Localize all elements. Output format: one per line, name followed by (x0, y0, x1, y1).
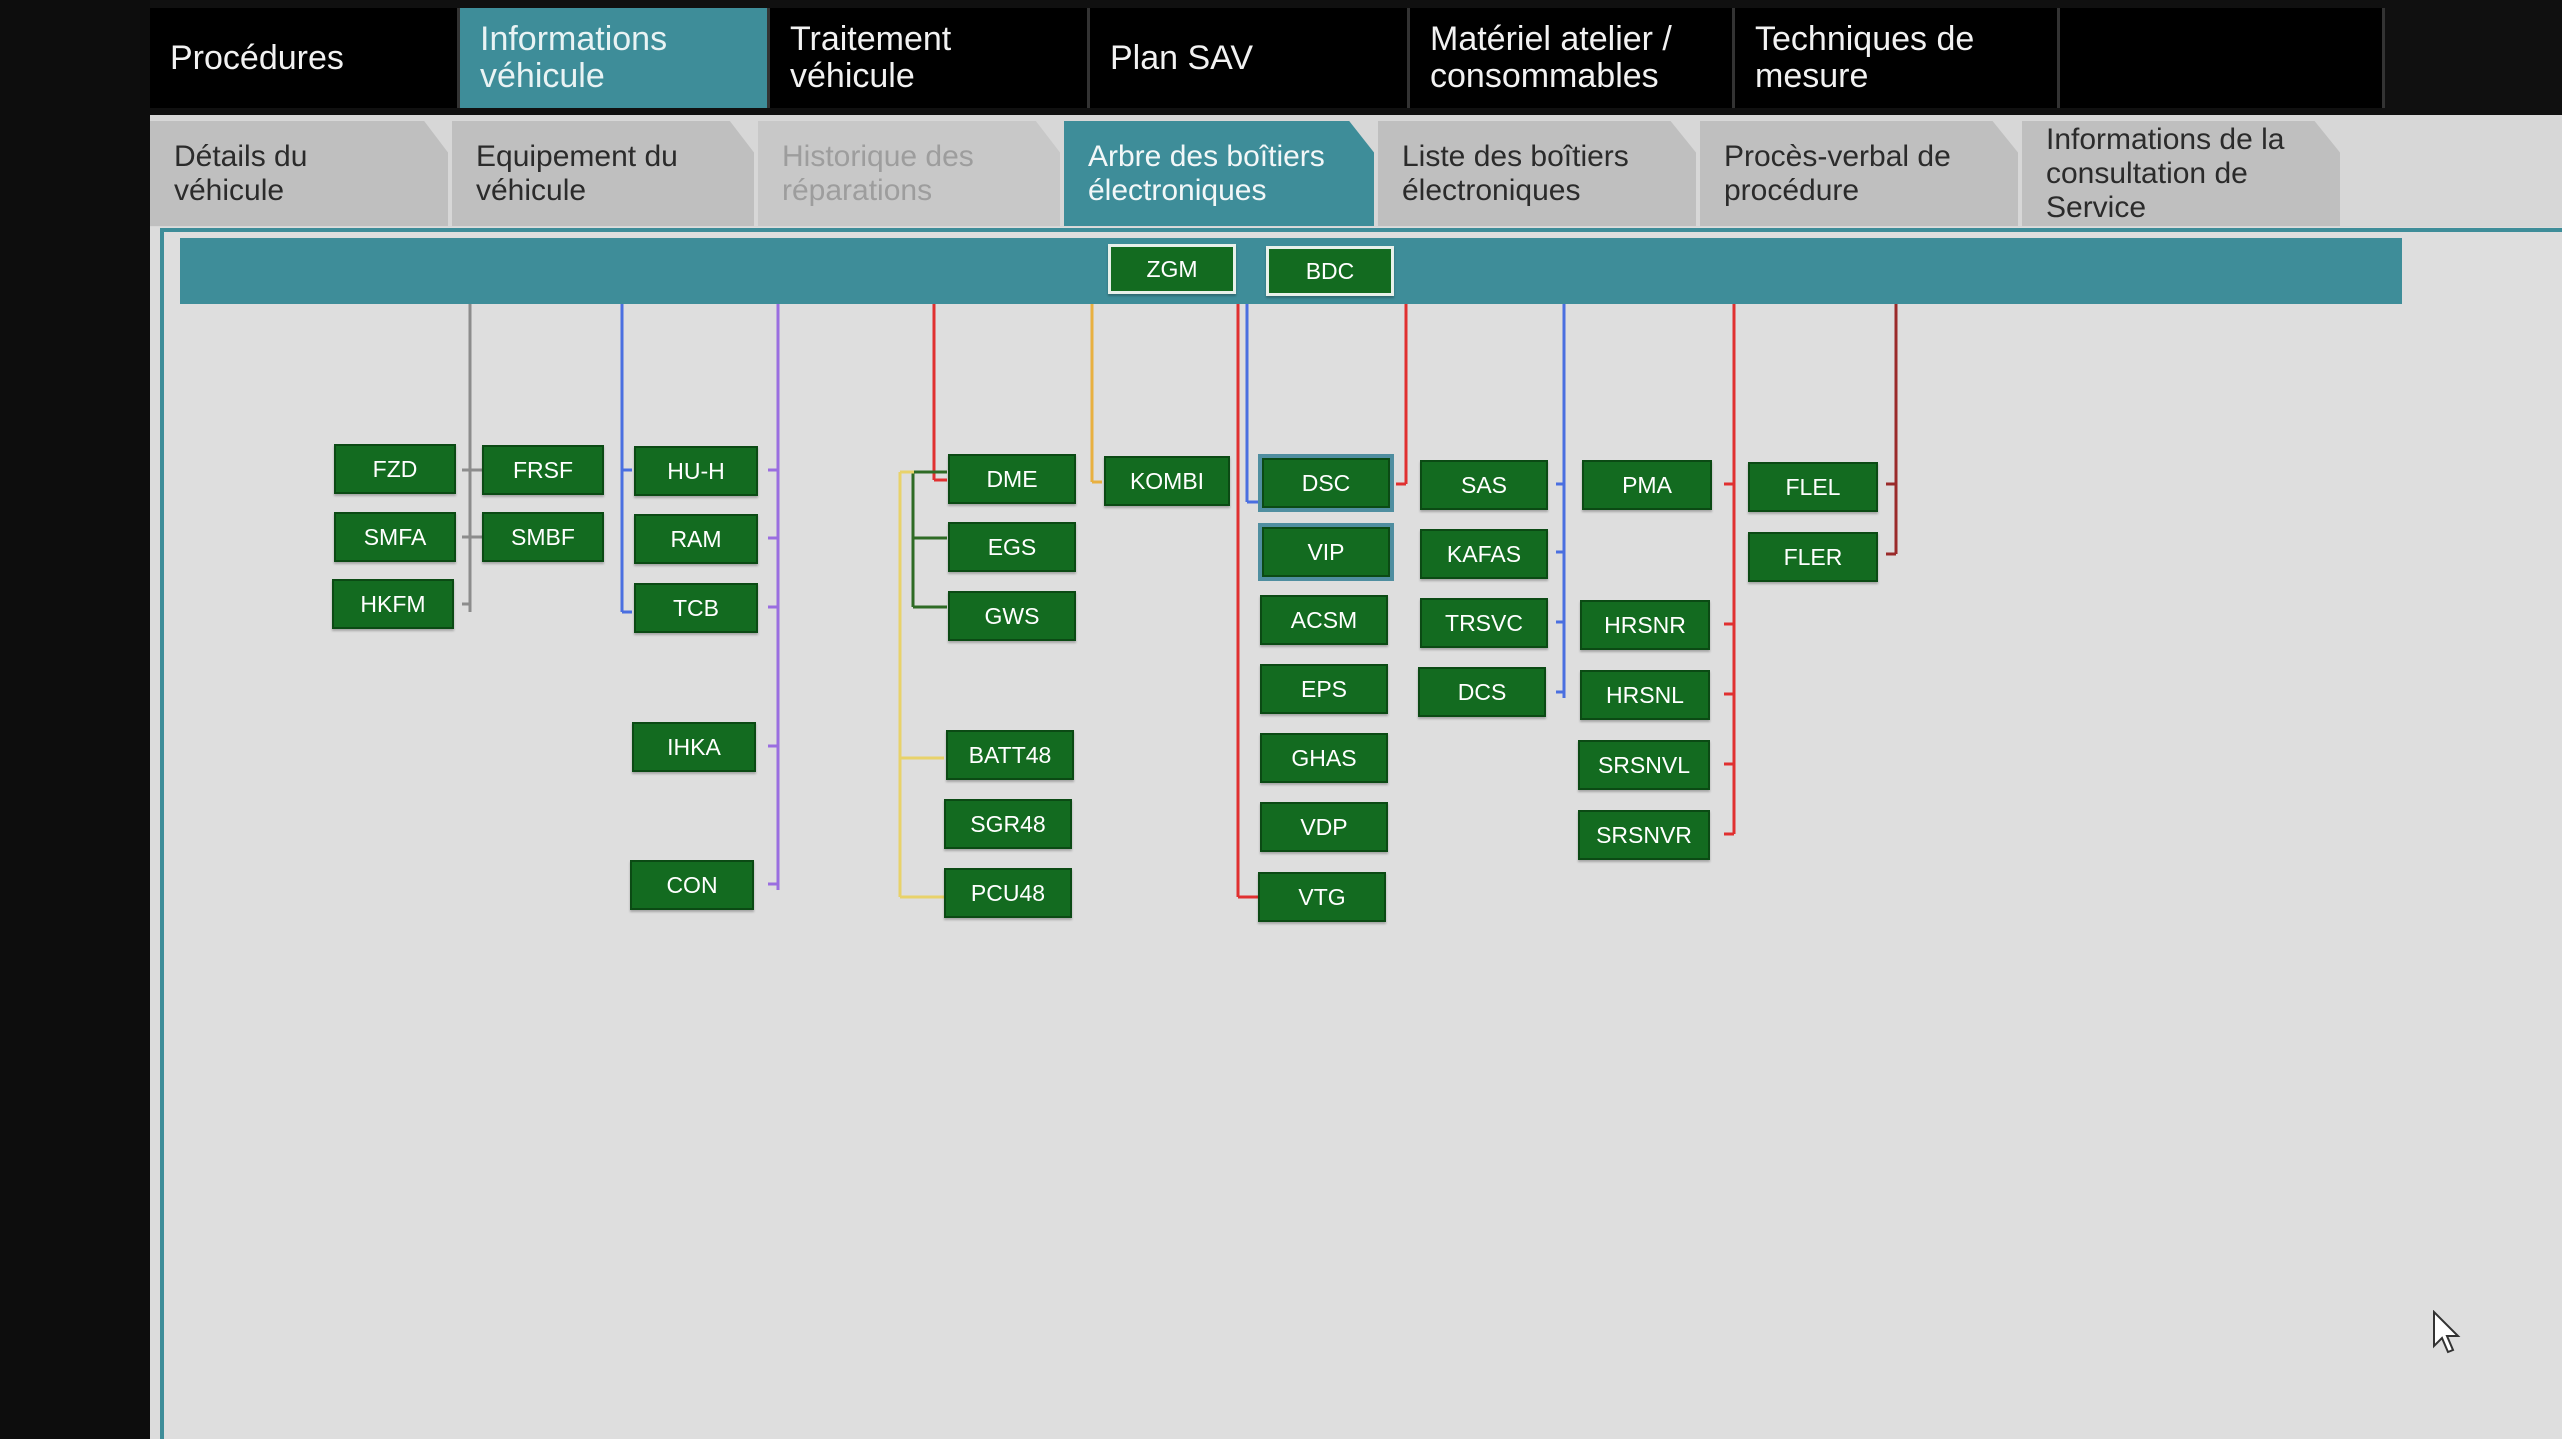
ecu-flel[interactable]: FLEL (1748, 462, 1878, 512)
ecu-smfa[interactable]: SMFA (334, 512, 456, 562)
ecu-zgm[interactable]: ZGM (1108, 244, 1236, 294)
ecu-ram[interactable]: RAM (634, 514, 758, 564)
diagnosis-screen: Procédures Informations véhicule Traitem… (150, 0, 2562, 1439)
ecu-srsnvl[interactable]: SRSNVL (1578, 740, 1710, 790)
subtab-vehicle-details[interactable]: Détails du véhicule (150, 121, 448, 226)
ecu-dme[interactable]: DME (948, 454, 1076, 504)
ecu-tcb[interactable]: TCB (634, 583, 758, 633)
ecu-vtg[interactable]: VTG (1258, 872, 1386, 922)
tab-vehicle-treatment[interactable]: Traitement véhicule (770, 8, 1090, 108)
ecu-frsf[interactable]: FRSF (482, 445, 604, 495)
ecu-hkfm[interactable]: HKFM (332, 579, 454, 629)
ecu-dsc[interactable]: DSC (1258, 454, 1394, 512)
ecu-kafas[interactable]: KAFAS (1420, 529, 1548, 579)
ecu-hrsnr[interactable]: HRSNR (1580, 600, 1710, 650)
subtab-ecu-tree[interactable]: Arbre des boîtiers électroniques (1064, 121, 1374, 226)
ecu-gws[interactable]: GWS (948, 591, 1076, 641)
subtab-service-consultation-info[interactable]: Informations de la consultation de Servi… (2022, 121, 2340, 226)
ecu-trsvc[interactable]: TRSVC (1420, 598, 1548, 648)
ecu-hrsnl[interactable]: HRSNL (1580, 670, 1710, 720)
main-tab-bar: Procédures Informations véhicule Traitem… (150, 0, 2562, 120)
ecu-sgr48[interactable]: SGR48 (944, 799, 1072, 849)
tab-service-plan[interactable]: Plan SAV (1090, 8, 1410, 108)
ecu-batt48[interactable]: BATT48 (946, 730, 1074, 780)
subtab-procedure-report[interactable]: Procès-verbal de procédure (1700, 121, 2018, 226)
ecu-ghas[interactable]: GHAS (1260, 733, 1388, 783)
tab-procedures[interactable]: Procédures (150, 8, 460, 108)
ecu-pma[interactable]: PMA (1582, 460, 1712, 510)
ecu-con[interactable]: CON (630, 860, 754, 910)
ecu-srsnvr[interactable]: SRSNVR (1578, 810, 1710, 860)
ecu-vdp[interactable]: VDP (1260, 802, 1388, 852)
tab-empty[interactable] (2060, 8, 2385, 108)
subtab-repair-history: Historique des réparations (758, 121, 1060, 226)
subtab-ecu-list[interactable]: Liste des boîtiers électroniques (1378, 121, 1696, 226)
ecu-eps[interactable]: EPS (1260, 664, 1388, 714)
ecu-egs[interactable]: EGS (948, 522, 1076, 572)
ecu-fler[interactable]: FLER (1748, 532, 1878, 582)
ecu-sas[interactable]: SAS (1420, 460, 1548, 510)
ecu-hu-h[interactable]: HU-H (634, 446, 758, 496)
tab-measuring-techniques[interactable]: Techniques de mesure (1735, 8, 2060, 108)
tab-workshop-equipment[interactable]: Matériel atelier / consommables (1410, 8, 1735, 108)
ecu-tree-panel: ZGM BDC FZD SMFA HKFM FRSF SMBF HU-H RAM… (160, 228, 2562, 1439)
ecu-acsm[interactable]: ACSM (1260, 595, 1388, 645)
ecu-bdc[interactable]: BDC (1266, 246, 1394, 296)
mouse-pointer-icon (2433, 1310, 2461, 1354)
ecu-kombi[interactable]: KOMBI (1104, 456, 1230, 506)
ecu-fzd[interactable]: FZD (334, 444, 456, 494)
sub-tab-bar: Détails du véhicule Equipement du véhicu… (150, 115, 2562, 227)
tab-vehicle-information[interactable]: Informations véhicule (460, 8, 770, 108)
ecu-pcu48[interactable]: PCU48 (944, 868, 1072, 918)
ecu-dcs[interactable]: DCS (1418, 667, 1546, 717)
ecu-ihka[interactable]: IHKA (632, 722, 756, 772)
ecu-vip[interactable]: VIP (1258, 523, 1394, 581)
bus-connection-lines (462, 304, 1898, 899)
subtab-vehicle-equipment[interactable]: Equipement du véhicule (452, 121, 754, 226)
ecu-smbf[interactable]: SMBF (482, 512, 604, 562)
